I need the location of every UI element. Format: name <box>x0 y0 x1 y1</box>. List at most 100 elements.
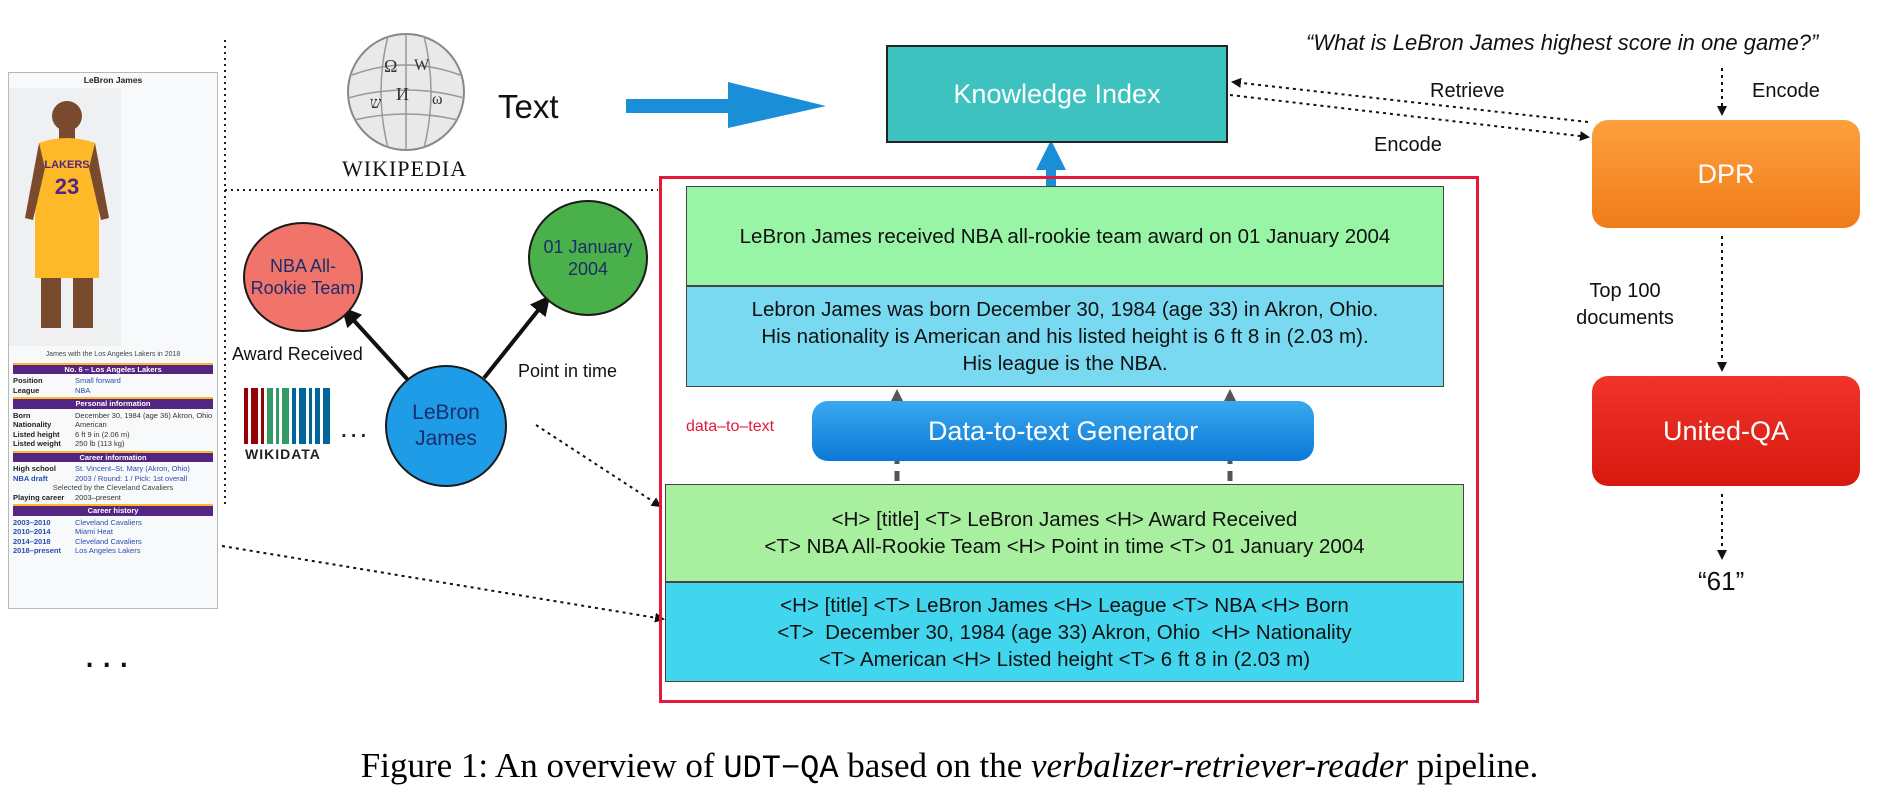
infobox-row: Position Small forward <box>9 376 217 386</box>
infobox-key: Playing career <box>13 492 65 502</box>
linearized-infobox-box: <H> [title] <T> LeBron James <H> League … <box>665 582 1464 682</box>
infobox-row: Playing career 2003–present <box>9 493 217 503</box>
infobox-history-rows: 2003–2010 Cleveland Cavaliers 2010–2014 … <box>9 518 217 556</box>
infobox-basic-rows: Position Small forward League NBA <box>9 376 217 395</box>
linearized-line: <T> December 30, 1984 (age 33) Akron, Oh… <box>777 620 1352 644</box>
wikidata-wordmark: WIKIDATA <box>245 446 321 462</box>
answer-text: “61” <box>1698 566 1745 596</box>
infobox-row: Nationality American <box>9 420 217 430</box>
linearized-line: <H> [title] <T> LeBron James <H> Award R… <box>831 508 1298 531</box>
infobox-row: 2014–2018 Cleveland Cavaliers <box>9 537 217 547</box>
graph-node-lebron: LeBron James <box>385 365 507 487</box>
encode-index-arrow <box>1229 94 1590 142</box>
dpr-retriever-box: DPR <box>1592 120 1860 228</box>
infobox-row: Listed height 6 ft 9 in (2.06 m) <box>9 430 217 440</box>
linearized-graph-box: <H> [title] <T> LeBron James <H> Award R… <box>665 484 1464 582</box>
jersey-team-text: LAKERS <box>44 159 89 171</box>
edge-time <box>482 295 551 380</box>
edge-label-time: Point in time <box>518 361 618 381</box>
infobox-row: Listed weight 250 lb (113 kg) <box>9 439 217 449</box>
infobox-value-link[interactable]: Small forward <box>75 376 121 385</box>
data-to-text-generator: Data-to-text Generator <box>812 401 1314 461</box>
infobox-key: Listed weight <box>13 439 61 448</box>
caption-suffix: pipeline. <box>1408 746 1539 785</box>
verbalized-award-text: LeBron James received NBA all-rookie tea… <box>739 224 1391 248</box>
svg-text:И: И <box>396 84 409 104</box>
verbalized-infobox-box: Lebron James was born December 30, 1984 … <box>686 286 1444 387</box>
infobox-key-link[interactable]: 2018–present <box>13 546 61 555</box>
infobox-value: December 30, 1984 (age 36) Akron, Ohio <box>75 410 213 420</box>
knowledge-index-box: Knowledge Index <box>886 45 1228 143</box>
infobox-draft-note: Selected by the Cleveland Cavaliers <box>52 483 174 492</box>
infobox-value: American <box>75 420 107 429</box>
question-text: “What is LeBron James highest score in o… <box>1306 30 1819 55</box>
caption-prefix: Figure 1: An overview of <box>360 746 724 785</box>
caption-system-name: UDT−QA <box>723 750 839 787</box>
infobox-key-link[interactable]: 2014–2018 <box>13 536 51 546</box>
infobox-value-link[interactable]: NBA <box>75 385 91 395</box>
jersey-number-text: 23 <box>55 174 79 199</box>
infobox-career-header: Career information <box>13 450 213 462</box>
encode-label-question: Encode <box>1752 80 1820 102</box>
infobox-row: High school St. Vincent–St. Mary (Akron,… <box>9 464 217 474</box>
infobox-key-link[interactable]: 2003–2010 <box>13 517 51 527</box>
infobox-value-link[interactable]: Cleveland Cavaliers <box>75 536 142 546</box>
figure-caption: Figure 1: An overview of UDT−QA based on… <box>0 746 1899 787</box>
infobox-key: Born <box>13 410 31 420</box>
infobox-row: 2018–present Los Angeles Lakers <box>9 546 217 556</box>
infobox-key: Position <box>13 376 43 385</box>
infobox-key: Listed height <box>13 429 60 439</box>
united-qa-reader-box: United-QA <box>1592 376 1860 486</box>
edge-label-award: Award Received <box>232 344 363 364</box>
wikidata-logo-icon <box>244 388 330 444</box>
infobox-value-link[interactable]: Los Angeles Lakers <box>75 546 141 555</box>
wikipedia-globe-icon: Ω W И ω ש <box>347 33 465 151</box>
infobox-career-rows: High school St. Vincent–St. Mary (Akron,… <box>9 464 217 502</box>
svg-text:ω: ω <box>432 91 443 108</box>
caption-pipeline-name: verbalizer-retriever-reader <box>1031 746 1408 785</box>
verbalized-infobox-text: Lebron James was born December 30, 1984 … <box>752 296 1379 377</box>
infobox-key-link[interactable]: 2010–2014 <box>13 527 51 536</box>
infobox-to-linearized-arrow <box>221 545 665 623</box>
caption-middle: based on the <box>838 746 1031 785</box>
wikidata-ellipsis: ... <box>340 412 370 443</box>
text-to-index-arrow <box>626 82 826 128</box>
infobox-team-header: No. 6 – Los Angeles Lakers <box>13 362 213 374</box>
text-source-label: Text <box>498 88 559 125</box>
svg-text:W: W <box>414 57 430 74</box>
infobox-value: 6 ft 9 in (2.06 m) <box>75 429 130 439</box>
verbalized-line: His nationality is American and his list… <box>761 325 1369 348</box>
wikipedia-wordmark: WIKIPEDIA <box>342 156 468 181</box>
top-docs-label: Top 100 documents <box>1576 280 1674 329</box>
infobox-value: 250 lb (113 kg) <box>75 439 125 448</box>
infobox-value: 2003–present <box>75 492 121 502</box>
verbalized-award-box: LeBron James received NBA all-rookie tea… <box>686 186 1444 286</box>
data-to-text-label: data–to–text <box>686 418 775 435</box>
verbalizer-frame <box>659 176 1479 703</box>
infobox-key-link[interactable]: NBA draft <box>13 473 48 483</box>
infobox-row: 2003–2010 Cleveland Cavaliers <box>9 518 217 528</box>
infobox-key: League <box>13 385 40 395</box>
linearized-line: <H> [title] <T> LeBron James <H> League … <box>780 593 1349 617</box>
infobox-personal-header: Personal information <box>13 397 213 409</box>
wikipedia-infobox: LeBron James LAKERS 23 James with the Lo… <box>8 72 218 609</box>
infobox-value-link[interactable]: 2003 / Round: 1 / Pick: 1st overall <box>75 473 188 483</box>
player-photo: LAKERS 23 <box>9 87 121 346</box>
graph-node-date: 01 January 2004 <box>528 200 648 316</box>
infobox-value-link[interactable]: Cleveland Cavaliers <box>75 517 142 527</box>
infobox-row: NBA draft 2003 / Round: 1 / Pick: 1st ov… <box>9 474 217 484</box>
linearized-infobox-text: <H> [title] <T> LeBron James <H> League … <box>777 592 1351 673</box>
svg-text:Ω: Ω <box>384 56 397 76</box>
svg-text:ש: ש <box>370 95 382 112</box>
infobox-value-link[interactable]: St. Vincent–St. Mary (Akron, Ohio) <box>75 464 190 473</box>
infobox-row: Born December 30, 1984 (age 36) Akron, O… <box>9 411 217 421</box>
graph-to-linearized-arrow <box>535 424 662 508</box>
graph-node-award: NBA All-Rookie Team <box>243 222 363 332</box>
more-sources-ellipsis: ... <box>84 632 136 676</box>
verbalized-line: Lebron James was born December 30, 1984 … <box>751 298 1379 321</box>
photo-caption: James with the Los Angeles Lakers in 201… <box>45 351 181 358</box>
infobox-personal-rows: Born December 30, 1984 (age 36) Akron, O… <box>9 411 217 449</box>
infobox-value-link[interactable]: Miami Heat <box>75 527 113 536</box>
infobox-key: High school <box>13 464 56 473</box>
infobox-row: 2010–2014 Miami Heat <box>9 527 217 537</box>
